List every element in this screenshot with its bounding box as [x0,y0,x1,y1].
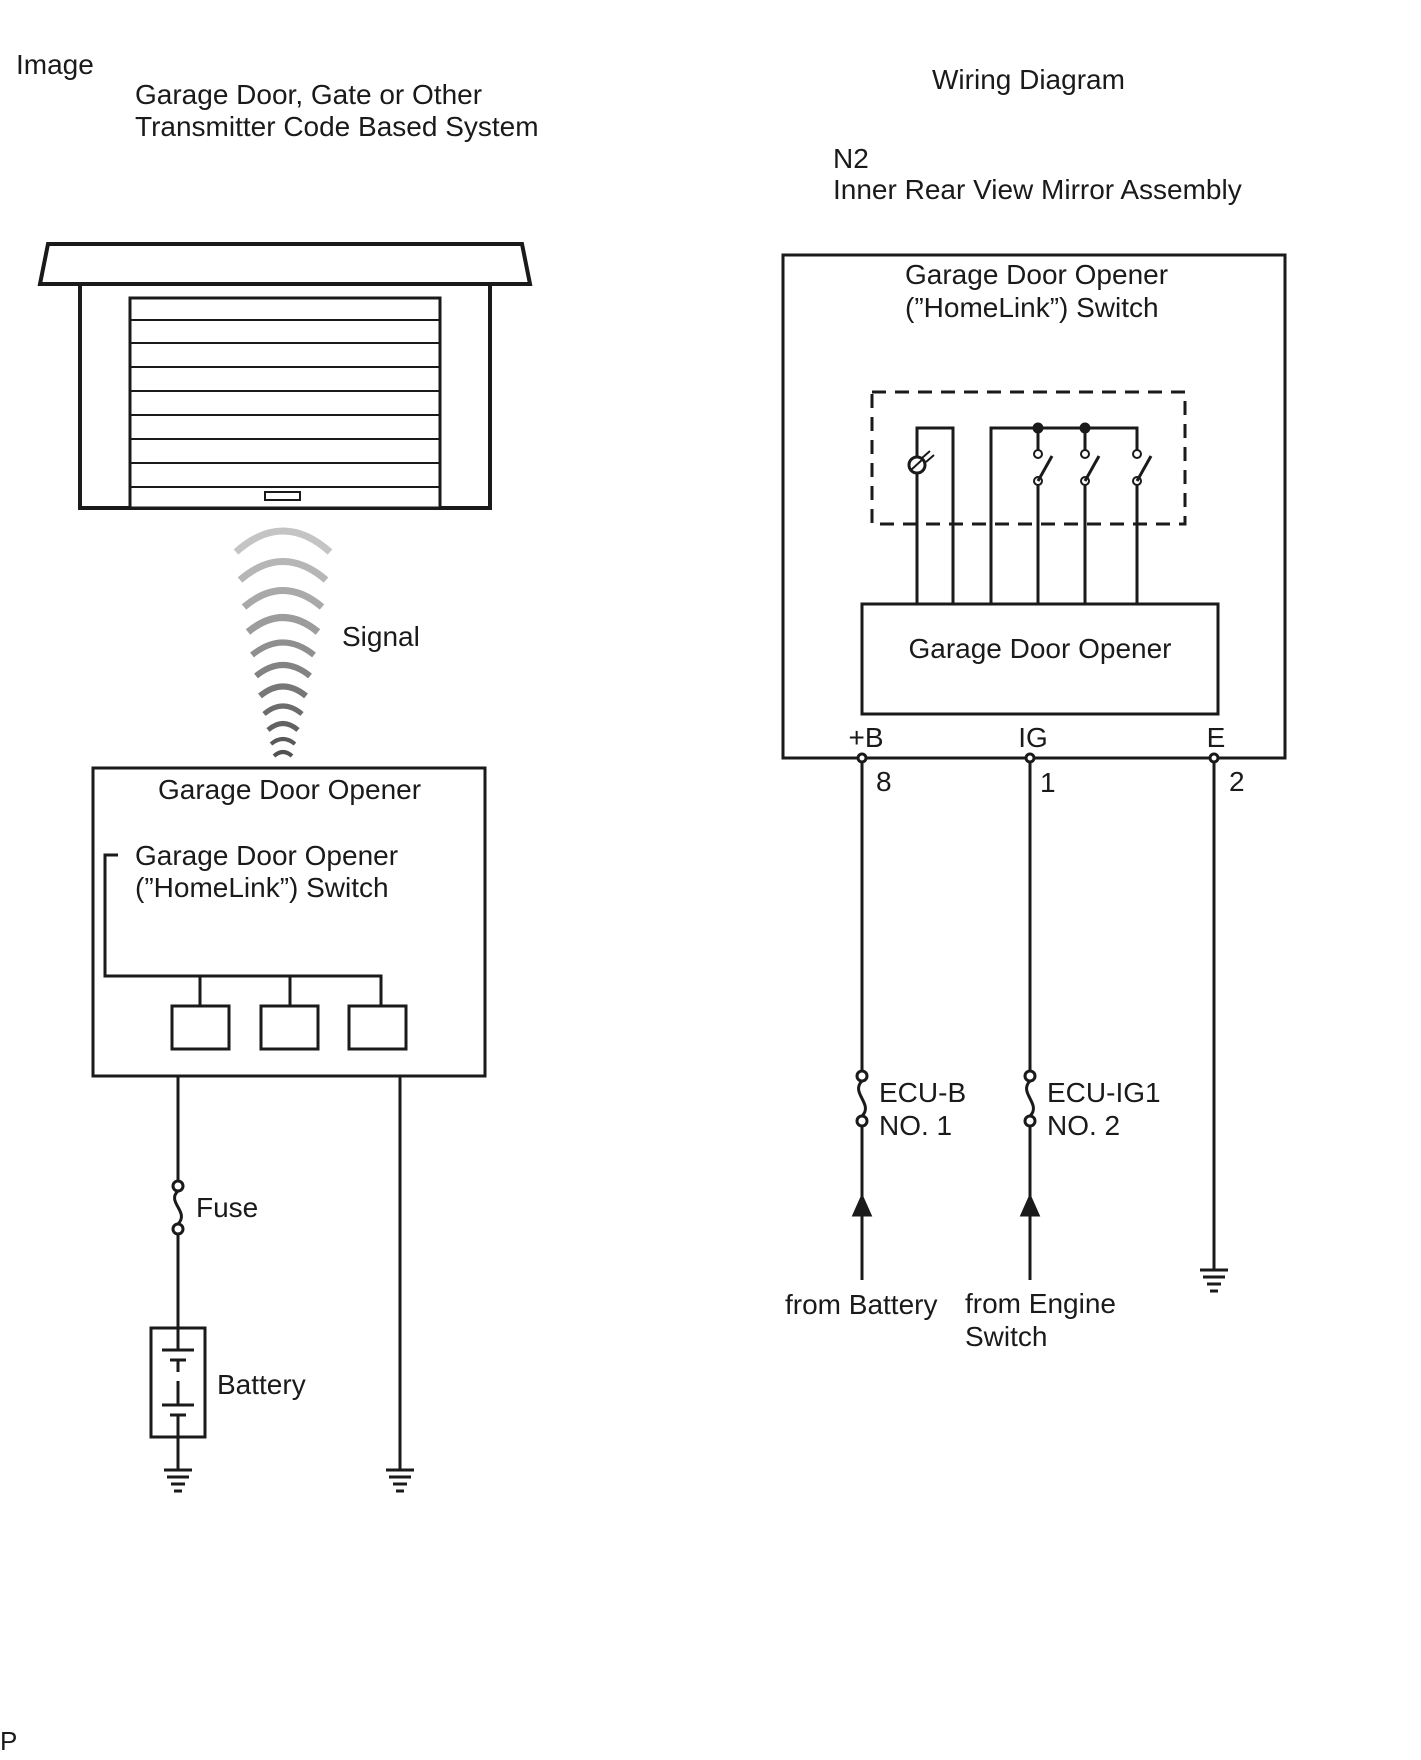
switch-contact-1 [1036,455,1054,482]
homelink-switch-buttons [103,853,408,1051]
connector-code: N2 [833,143,869,174]
left-image-panel: Image Garage Door, Gate or Other Transmi… [16,49,539,1493]
signal-label: Signal [342,621,420,652]
switch-button-2 [259,1004,320,1051]
terminal-ig-pin: 1 [1040,767,1056,798]
source-engine-switch-line1: from Engine [965,1288,1116,1319]
ground-icon [386,1468,414,1493]
indicator-led-circuit [907,426,955,604]
fuse-icon [173,1189,183,1226]
garage-roof [37,242,533,286]
arrow-up-icon [1019,1193,1041,1217]
ground-icon [1200,1268,1228,1293]
switch-enclosure-dashed [870,390,1187,526]
fuse-ecu-b-line1: ECU-B [879,1077,966,1108]
system-title-line1: Garage Door, Gate or Other [135,79,482,110]
switch-button-3 [347,1004,408,1051]
connector-name: Inner Rear View Mirror Assembly [833,174,1242,205]
signal-waves-icon [233,527,333,758]
switch-label-line1: Garage Door Opener [135,840,398,871]
opener-module-label: Garage Door Opener [908,633,1171,664]
terminal-e-name: E [1207,722,1226,753]
terminal-b-name: +B [848,722,883,753]
fuse-ecu-b-line2: NO. 1 [879,1110,952,1141]
terminal-ig-name: IG [1018,722,1048,753]
battery-label: Battery [217,1369,306,1400]
left-power-circuit [149,1076,207,1470]
wiring-header: Wiring Diagram [932,64,1125,95]
right-wiring-panel: Wiring Diagram N2 Inner Rear View Mirror… [781,64,1287,1352]
corner-mark: P [0,1726,17,1756]
wire-ignition [1019,752,1041,1280]
switch-button-1 [170,1004,231,1051]
fuse-terminal-top [171,1179,185,1193]
garage-door-handle [264,491,301,501]
terminal-e-pin: 2 [1229,766,1245,797]
opener-module-box [860,602,1220,716]
switch-contact-2 [1083,455,1101,482]
image-header: Image [16,49,94,80]
homelink-switch-line2: (”HomeLink”) Switch [905,292,1159,323]
garage-door [128,296,442,510]
source-engine-switch-line2: Switch [965,1321,1047,1352]
switch-contacts [989,422,1153,604]
fuse-icon [857,1079,867,1118]
system-title-line2: Transmitter Code Based System [135,111,539,142]
switch-contact-3 [1135,455,1153,482]
garage-door-panels [130,319,440,488]
homelink-switch-line1: Garage Door Opener [905,259,1168,290]
fuse-icon [1025,1079,1035,1118]
fuse-ecu-ig1-line2: NO. 2 [1047,1110,1120,1141]
fuse-ecu-ig1-line1: ECU-IG1 [1047,1077,1161,1108]
ground-icon [164,1468,192,1493]
opener-unit-title: Garage Door Opener [158,774,421,805]
switch-label-line2: (”HomeLink”) Switch [135,872,389,903]
wire-ground [1208,752,1220,1270]
fuse-label: Fuse [196,1192,258,1223]
source-battery: from Battery [785,1289,937,1320]
garage-illustration [37,242,533,510]
terminal-b-pin: 8 [876,766,892,797]
arrow-up-icon [851,1193,873,1217]
fuse-terminal-bottom [171,1222,185,1236]
wire-battery [851,752,873,1280]
